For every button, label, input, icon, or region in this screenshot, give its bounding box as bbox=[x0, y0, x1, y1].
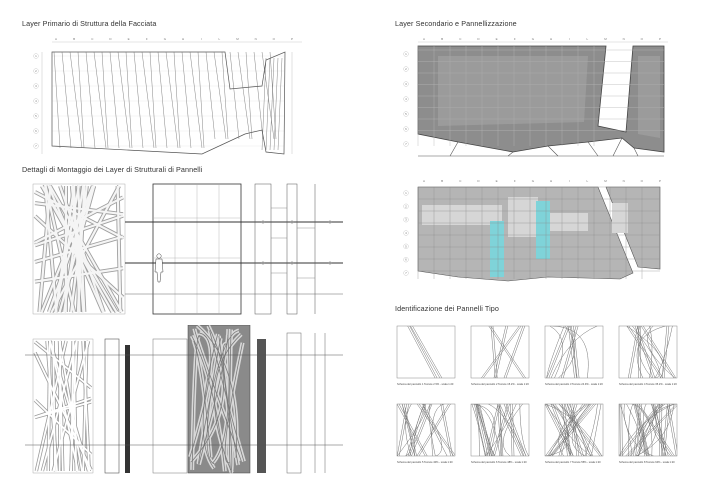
panel-type-caption: Schema del pannello 2 Texture 15.2% - sc… bbox=[471, 383, 529, 386]
grid-letter: P bbox=[659, 179, 661, 183]
grid-letter: P bbox=[291, 37, 293, 41]
panel-type-4 bbox=[618, 325, 678, 379]
grid-number: 3 bbox=[405, 82, 407, 86]
grid-number: 3 bbox=[35, 84, 37, 88]
grid-letter: G bbox=[532, 179, 535, 183]
grid-letter: D bbox=[477, 179, 480, 183]
primary-structure-drawing: A B C D E F G H I L M N O P 1 2 3 4 5 6 7 bbox=[30, 34, 320, 160]
grid-letter: N bbox=[623, 37, 625, 41]
grid-letter: A bbox=[423, 37, 425, 41]
grid-letter: I bbox=[569, 179, 570, 183]
grid-number: 4 bbox=[35, 99, 37, 103]
panel-type-1 bbox=[396, 325, 456, 379]
grid-number: 1 bbox=[35, 54, 37, 58]
grid-number: 2 bbox=[405, 204, 407, 208]
grid-letter: N bbox=[255, 37, 257, 41]
grid-number: 7 bbox=[405, 142, 407, 146]
grid-letter: D bbox=[109, 37, 112, 41]
grid-letter: O bbox=[641, 37, 644, 41]
grid-number: 6 bbox=[405, 127, 407, 131]
grid-letter: C bbox=[459, 179, 462, 183]
panel-type-caption: Schema del pannello 5 Texture 40% - scal… bbox=[397, 461, 453, 464]
grid-letter: F bbox=[146, 37, 148, 41]
grid-letter: O bbox=[641, 179, 644, 183]
secondary-layer-highlight-drawing: A B C D E F G H I L M N O P 1 2 3 4 5 6 7 bbox=[398, 175, 688, 287]
grid-letter: C bbox=[459, 37, 462, 41]
grid-letter: M bbox=[604, 179, 607, 183]
panel-type-8 bbox=[618, 403, 678, 457]
grid-letter: M bbox=[236, 37, 239, 41]
grid-letter: O bbox=[273, 37, 276, 41]
grid-number: 5 bbox=[35, 114, 37, 118]
grid-letter: P bbox=[659, 37, 661, 41]
panel-type-caption: Schema del pannello 3 Texture 24.9% - sc… bbox=[545, 383, 603, 386]
grid-letter: L bbox=[219, 37, 221, 41]
grid-number: 1 bbox=[405, 191, 407, 195]
panel-type-2 bbox=[470, 325, 530, 379]
grid-letter: N bbox=[623, 179, 625, 183]
secondary-layer-drawing: A B C D E F G H I L M N O P 1 2 3 4 5 6 7 bbox=[398, 34, 688, 162]
grid-number: 6 bbox=[35, 129, 37, 133]
grid-letter: E bbox=[496, 37, 498, 41]
grid-letter: G bbox=[532, 37, 535, 41]
grid-letter: E bbox=[496, 179, 498, 183]
grid-letter: A bbox=[55, 37, 57, 41]
grid-number: 4 bbox=[405, 231, 407, 235]
panel-type-caption: Schema del pannello 7 Texture 55% - scal… bbox=[545, 461, 601, 464]
assembly-detail-lower bbox=[25, 325, 343, 475]
grid-number: 7 bbox=[405, 271, 407, 275]
grid-number: 5 bbox=[405, 112, 407, 116]
grid-number: 4 bbox=[405, 97, 407, 101]
grid-letter: I bbox=[201, 37, 202, 41]
grid-number: 2 bbox=[405, 67, 407, 71]
panel-type-caption: Schema del pannello 8 Texture 64% - scal… bbox=[619, 461, 675, 464]
grid-letter: H bbox=[550, 37, 552, 41]
grid-number: 6 bbox=[405, 258, 407, 262]
human-scale-figure bbox=[154, 253, 164, 283]
grid-letter: L bbox=[587, 179, 589, 183]
grid-letter: F bbox=[514, 179, 516, 183]
grid-number: 7 bbox=[35, 144, 37, 148]
grid-letter: G bbox=[164, 37, 167, 41]
grid-letter: A bbox=[423, 179, 425, 183]
panel-type-6 bbox=[470, 403, 530, 457]
assembly-detail-upper bbox=[25, 178, 343, 318]
panel-type-7 bbox=[544, 403, 604, 457]
grid-number: 1 bbox=[405, 52, 407, 56]
grid-letter: B bbox=[441, 179, 443, 183]
grid-letter: B bbox=[441, 37, 443, 41]
grid-letter: F bbox=[514, 37, 516, 41]
title-panel-types: Identificazione dei Pannelli Tipo bbox=[395, 304, 499, 313]
highlight-column-1 bbox=[490, 221, 504, 277]
grid-letter: D bbox=[477, 37, 480, 41]
grid-letter: I bbox=[569, 37, 570, 41]
grid-letter: M bbox=[604, 37, 607, 41]
grid-letter: B bbox=[73, 37, 75, 41]
grid-letter: E bbox=[128, 37, 130, 41]
title-assembly-details: Dettagli di Montaggio dei Layer di Strut… bbox=[22, 165, 203, 174]
grid-number: 5 bbox=[405, 244, 407, 248]
panel-type-caption: Schema del pannello 6 Texture 48% - scal… bbox=[471, 461, 527, 464]
highlight-column-2 bbox=[536, 201, 550, 259]
panel-type-5 bbox=[396, 403, 456, 457]
panel-types-grid bbox=[394, 322, 694, 482]
grid-letter: H bbox=[550, 179, 552, 183]
title-primary-structure: Layer Primario di Struttura della Faccia… bbox=[22, 19, 157, 28]
panel-type-caption: Schema del pannello 4 Texture 35.2% - sc… bbox=[619, 383, 677, 386]
grid-letter: L bbox=[587, 37, 589, 41]
grid-number: 3 bbox=[405, 218, 407, 222]
grid-letter: H bbox=[182, 37, 184, 41]
panel-type-caption: Schema del pannello 1 Texture 2.5% - sca… bbox=[397, 383, 454, 386]
grid-letter: C bbox=[91, 37, 94, 41]
panel-type-3 bbox=[544, 325, 604, 379]
grid-number: 2 bbox=[35, 69, 37, 73]
title-secondary-layer: Layer Secondario e Pannellizzazione bbox=[395, 19, 517, 28]
